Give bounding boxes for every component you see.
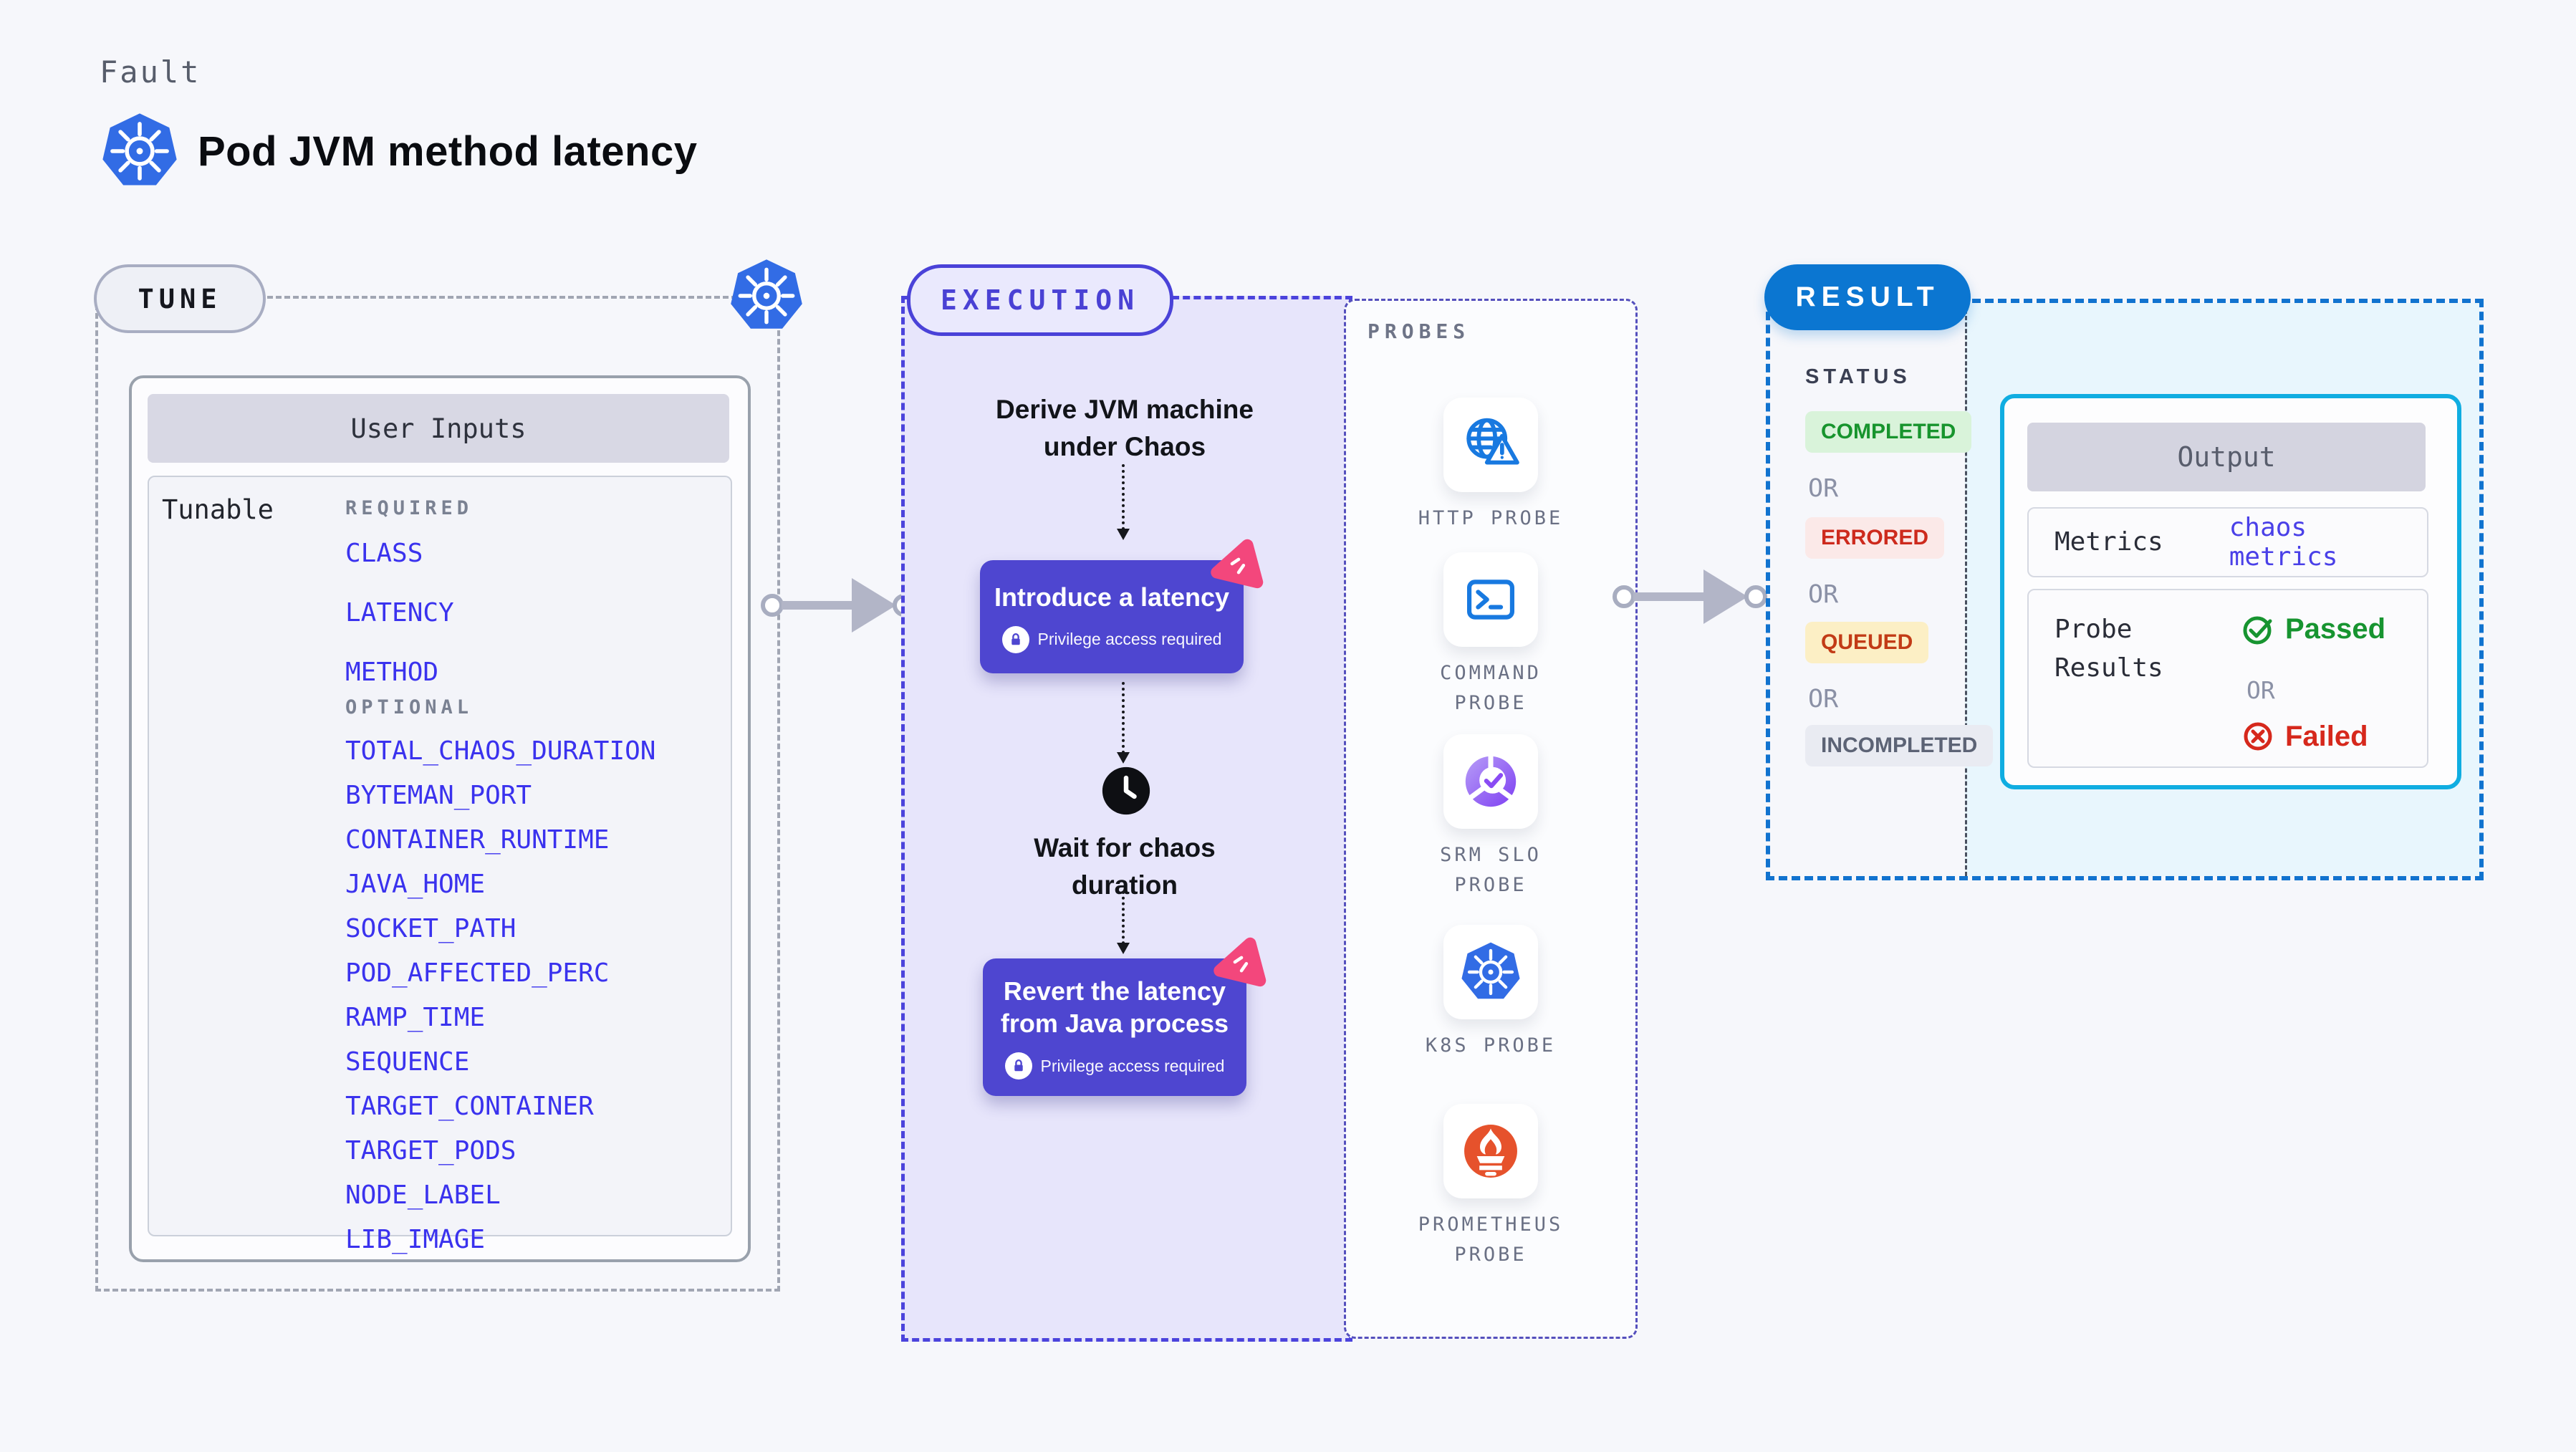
status-badge-completed: COMPLETED [1805,411,1972,453]
metrics-label: Metrics [2054,527,2163,557]
param-link[interactable]: LIB_IMAGE [345,1225,486,1254]
probe-card [1443,734,1538,829]
x-circle-icon [2241,719,2275,754]
check-circle-icon [2241,612,2275,646]
param-link[interactable]: NODE_LABEL [345,1181,501,1210]
passed-verdict: Passed [2241,612,2385,646]
probe-label: PROMETHEUS PROBE [1418,1213,1564,1266]
kubernetes-icon [728,256,805,335]
derive-step-label: Derive JVM machine under Chaos [996,395,1254,461]
lock-icon [1001,625,1029,653]
metrics-row: Metrics chaos metrics [2027,507,2428,577]
probe-card [1443,552,1538,647]
param-link[interactable]: METHOD [345,658,439,687]
probe-card [1443,1104,1538,1198]
chaos-spark-icon [1212,937,1267,991]
output-title: Output [2027,423,2426,491]
status-badge-errored: ERRORED [1805,517,1945,559]
param-link[interactable]: SOCKET_PATH [345,914,516,943]
metrics-value: chaos metrics [2229,513,2338,572]
param-link[interactable]: LATENCY [345,598,454,628]
arrow-execution-to-result [1613,569,1767,624]
probes-panel-label: PROBES [1368,319,1471,343]
privilege-note: Privilege access required [1001,625,1221,653]
param-link[interactable]: BYTEMAN_PORT [345,781,532,810]
kubernetes-icon [100,110,180,192]
tune-badge: TUNE [94,264,266,333]
probe-label: K8S PROBE [1425,1034,1557,1057]
status-heading: STATUS [1805,365,1911,388]
param-link[interactable]: TOTAL_CHAOS_DURATION [345,736,656,766]
probes-panel: PROBES HTTP PROBE COMMAND PROBE SRM SLO … [1344,299,1638,1339]
param-link[interactable]: TARGET_CONTAINER [345,1092,594,1121]
param-link[interactable]: SEQUENCE [345,1047,470,1077]
param-link[interactable]: CLASS [345,539,423,568]
page-title: Pod JVM method latency [198,128,698,175]
or-separator: OR [2246,676,2275,704]
or-separator: OR [1808,685,1839,713]
status-badge-queued: QUEUED [1805,622,1929,663]
node-title: Introduce a latency [994,582,1230,612]
probe-label: HTTP PROBE [1418,507,1564,529]
user-inputs-title: User Inputs [148,394,729,463]
or-separator: OR [1808,580,1839,609]
user-inputs-card: User Inputs Tunable REQUIRED CLASS LATEN… [129,375,751,1262]
probe-label: COMMAND PROBE [1440,662,1542,714]
k8s-probe-icon [1459,941,1522,1004]
failed-verdict: Failed [2241,719,2368,754]
flow-connector-arrow [1117,682,1130,764]
probe-results-row: Probe Results Passed OR Failed [2027,589,2428,768]
or-separator: OR [1808,474,1839,503]
chaos-spark-icon [1209,539,1264,593]
arrow-tune-to-execution [761,578,915,633]
output-card: Output Metrics chaos metrics Probe Resul… [2000,394,2461,789]
command-probe-icon [1459,568,1522,631]
privilege-note: Privilege access required [1004,1052,1224,1080]
required-group-label: REQUIRED [345,497,474,519]
flow-connector-arrow [1117,464,1130,540]
param-link[interactable]: POD_AFFECTED_PERC [345,958,610,988]
srm-slo-probe-icon [1459,750,1522,813]
param-link[interactable]: CONTAINER_RUNTIME [345,825,610,855]
introduce-latency-node: Introduce a latency Privilege access req… [980,560,1244,673]
lock-icon [1004,1052,1032,1080]
flow-connector-arrow [1117,891,1130,954]
param-link[interactable]: RAMP_TIME [345,1003,486,1032]
execution-section [901,296,1352,1342]
wait-step-label: Wait for chaos duration [1034,833,1216,900]
prometheus-probe-icon [1459,1120,1522,1183]
tune-section [95,296,780,1292]
probe-card [1443,925,1538,1019]
fault-kind-label: Fault [100,54,201,90]
clock-icon [1100,765,1152,817]
param-link[interactable]: JAVA_HOME [345,870,486,899]
revert-latency-node: Revert the latency from Java process Pri… [983,958,1246,1096]
node-title: Revert the latency from Java process [1000,976,1229,1038]
param-link[interactable]: TARGET_PODS [345,1136,516,1165]
optional-param-list: TOTAL_CHAOS_DURATION BYTEMAN_PORT CONTAI… [345,736,655,1254]
probe-card [1443,398,1538,492]
execution-badge: EXECUTION [907,264,1173,336]
probe-results-label: Probe Results [2054,615,2163,683]
result-badge: RESULT [1764,264,1971,330]
tunables-panel: Tunable REQUIRED CLASS LATENCY METHOD OP… [148,476,732,1254]
optional-group-label: OPTIONAL [345,696,474,718]
status-badge-incompleted: INCOMPLETED [1805,725,1994,766]
probe-label: SRM SLO PROBE [1440,844,1542,896]
required-param-list: CLASS LATENCY METHOD [345,539,454,687]
tunable-row-label: Tunable [162,494,274,525]
http-probe-icon [1459,413,1522,476]
